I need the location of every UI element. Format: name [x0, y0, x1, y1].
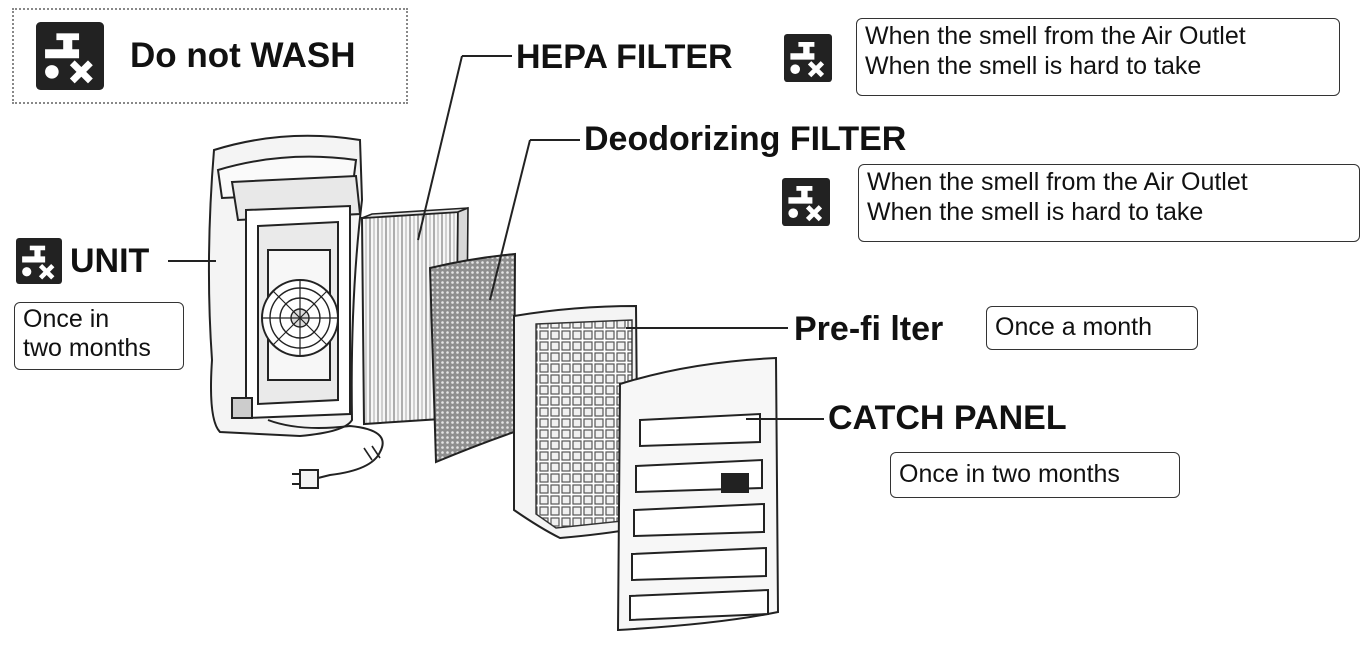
unit-illustration — [207, 134, 364, 438]
deodorizing-note-line-1: When the smell from the Air Outlet — [867, 168, 1248, 196]
pre-filter-label: Pre-fi lter — [794, 310, 944, 348]
pre-filter-note: Once a month — [986, 306, 1198, 350]
legend-label: Do not WASH — [130, 36, 356, 75]
deodorizing-filter-note: When the smell from the Air Outlet When … — [858, 164, 1360, 242]
hepa-no-wash-icon — [784, 34, 832, 82]
deodorizing-filter-label: Deodorizing FILTER — [584, 120, 907, 158]
unit-label: UNIT — [70, 242, 150, 280]
unit-no-wash-icon — [16, 238, 62, 284]
unit-note-line-1: Once in — [23, 305, 110, 333]
leader-lines — [168, 55, 824, 420]
hepa-filter-note: When the smell from the Air Outlet When … — [856, 18, 1340, 96]
deodorizing-filter-illustration — [428, 252, 517, 464]
no-wash-faucet-icon — [36, 22, 104, 90]
pre-filter-illustration — [513, 304, 640, 540]
hepa-note-line-2: When the smell is hard to take — [865, 52, 1202, 80]
unit-note-line-2: two months — [23, 334, 151, 362]
hepa-note-line-1: When the smell from the Air Outlet — [865, 22, 1246, 50]
unit-note: Once in two months — [14, 302, 184, 370]
catch-panel-label: CATCH PANEL — [828, 399, 1067, 437]
legend-box: Do not WASH — [12, 8, 408, 104]
catch-panel-illustration — [616, 356, 780, 632]
deodorizing-no-wash-icon — [782, 178, 830, 226]
catch-panel-note-text: Once in two months — [899, 460, 1120, 488]
hepa-filter-label: HEPA FILTER — [516, 38, 733, 76]
pre-filter-note-text: Once a month — [995, 313, 1153, 341]
deodorizing-note-line-2: When the smell is hard to take — [867, 198, 1204, 226]
catch-panel-note: Once in two months — [890, 452, 1180, 498]
power-cord — [267, 419, 384, 489]
